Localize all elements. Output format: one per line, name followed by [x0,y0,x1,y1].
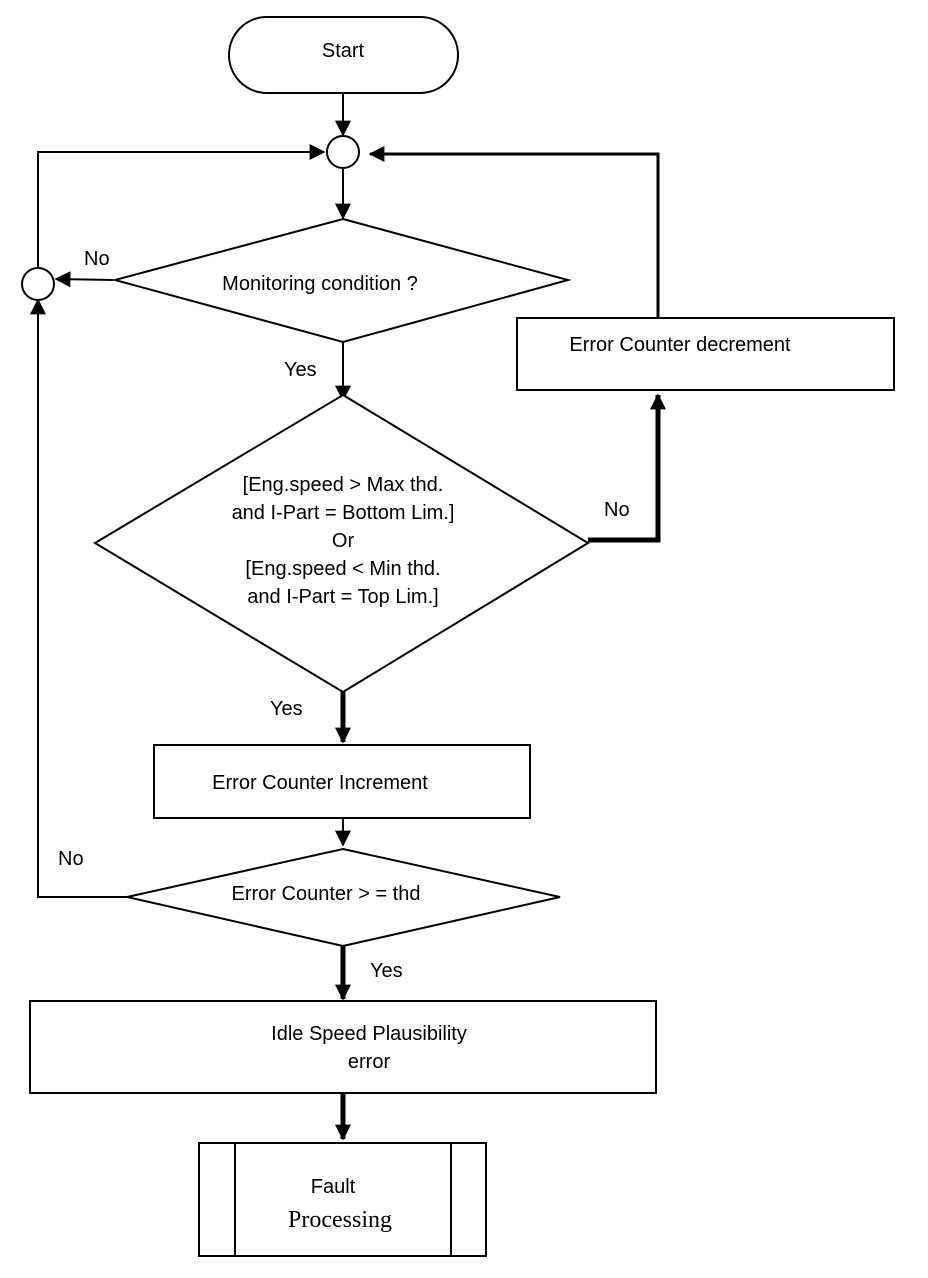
top-junction-connector [326,135,360,169]
increment-process [153,744,531,819]
fault-line-1: Fault [311,1176,356,1198]
fault-line-2: Processing [288,1207,392,1233]
condition-decision [93,393,590,694]
threshold-no-label: No [58,848,84,870]
plausibility-line-2: error [348,1051,391,1073]
edge-threshold-no [30,298,127,898]
decrement-process [516,317,895,391]
edge-left-loop-return [37,144,326,268]
monitoring-no-label: No [84,248,110,270]
left-junction-connector [21,267,55,301]
monitoring-decision [111,217,572,344]
decrement-label: Error Counter decrement [569,334,791,356]
increment-label: Error Counter Increment [212,772,428,794]
threshold-decision [126,847,561,948]
plausibility-line-1: Idle Speed Plausibility [271,1023,467,1045]
start-label: Start [322,40,365,62]
fault-processing-subroutine [198,1142,487,1257]
condition-no-label: No [604,499,630,521]
condition-line-1: [Eng.speed > Max thd. [243,474,444,496]
edge-monitoring-no [54,271,114,288]
monitoring-yes-label: Yes [284,359,317,381]
condition-line-3: Or [332,530,355,552]
threshold-label: Error Counter > = thd [232,883,421,905]
edge-decrement-return [368,146,660,318]
start-terminator [228,16,459,94]
condition-yes-label: Yes [270,698,303,720]
condition-line-2: and I-Part = Bottom Lim.] [232,502,455,524]
threshold-yes-label: Yes [370,960,403,982]
condition-line-4: [Eng.speed < Min thd. [245,558,440,580]
condition-line-5: and I-Part = Top Lim.] [247,586,438,608]
monitoring-label: Monitoring condition ? [222,273,418,295]
edge-condition-no [588,393,666,543]
plausibility-error-process [29,1000,657,1094]
